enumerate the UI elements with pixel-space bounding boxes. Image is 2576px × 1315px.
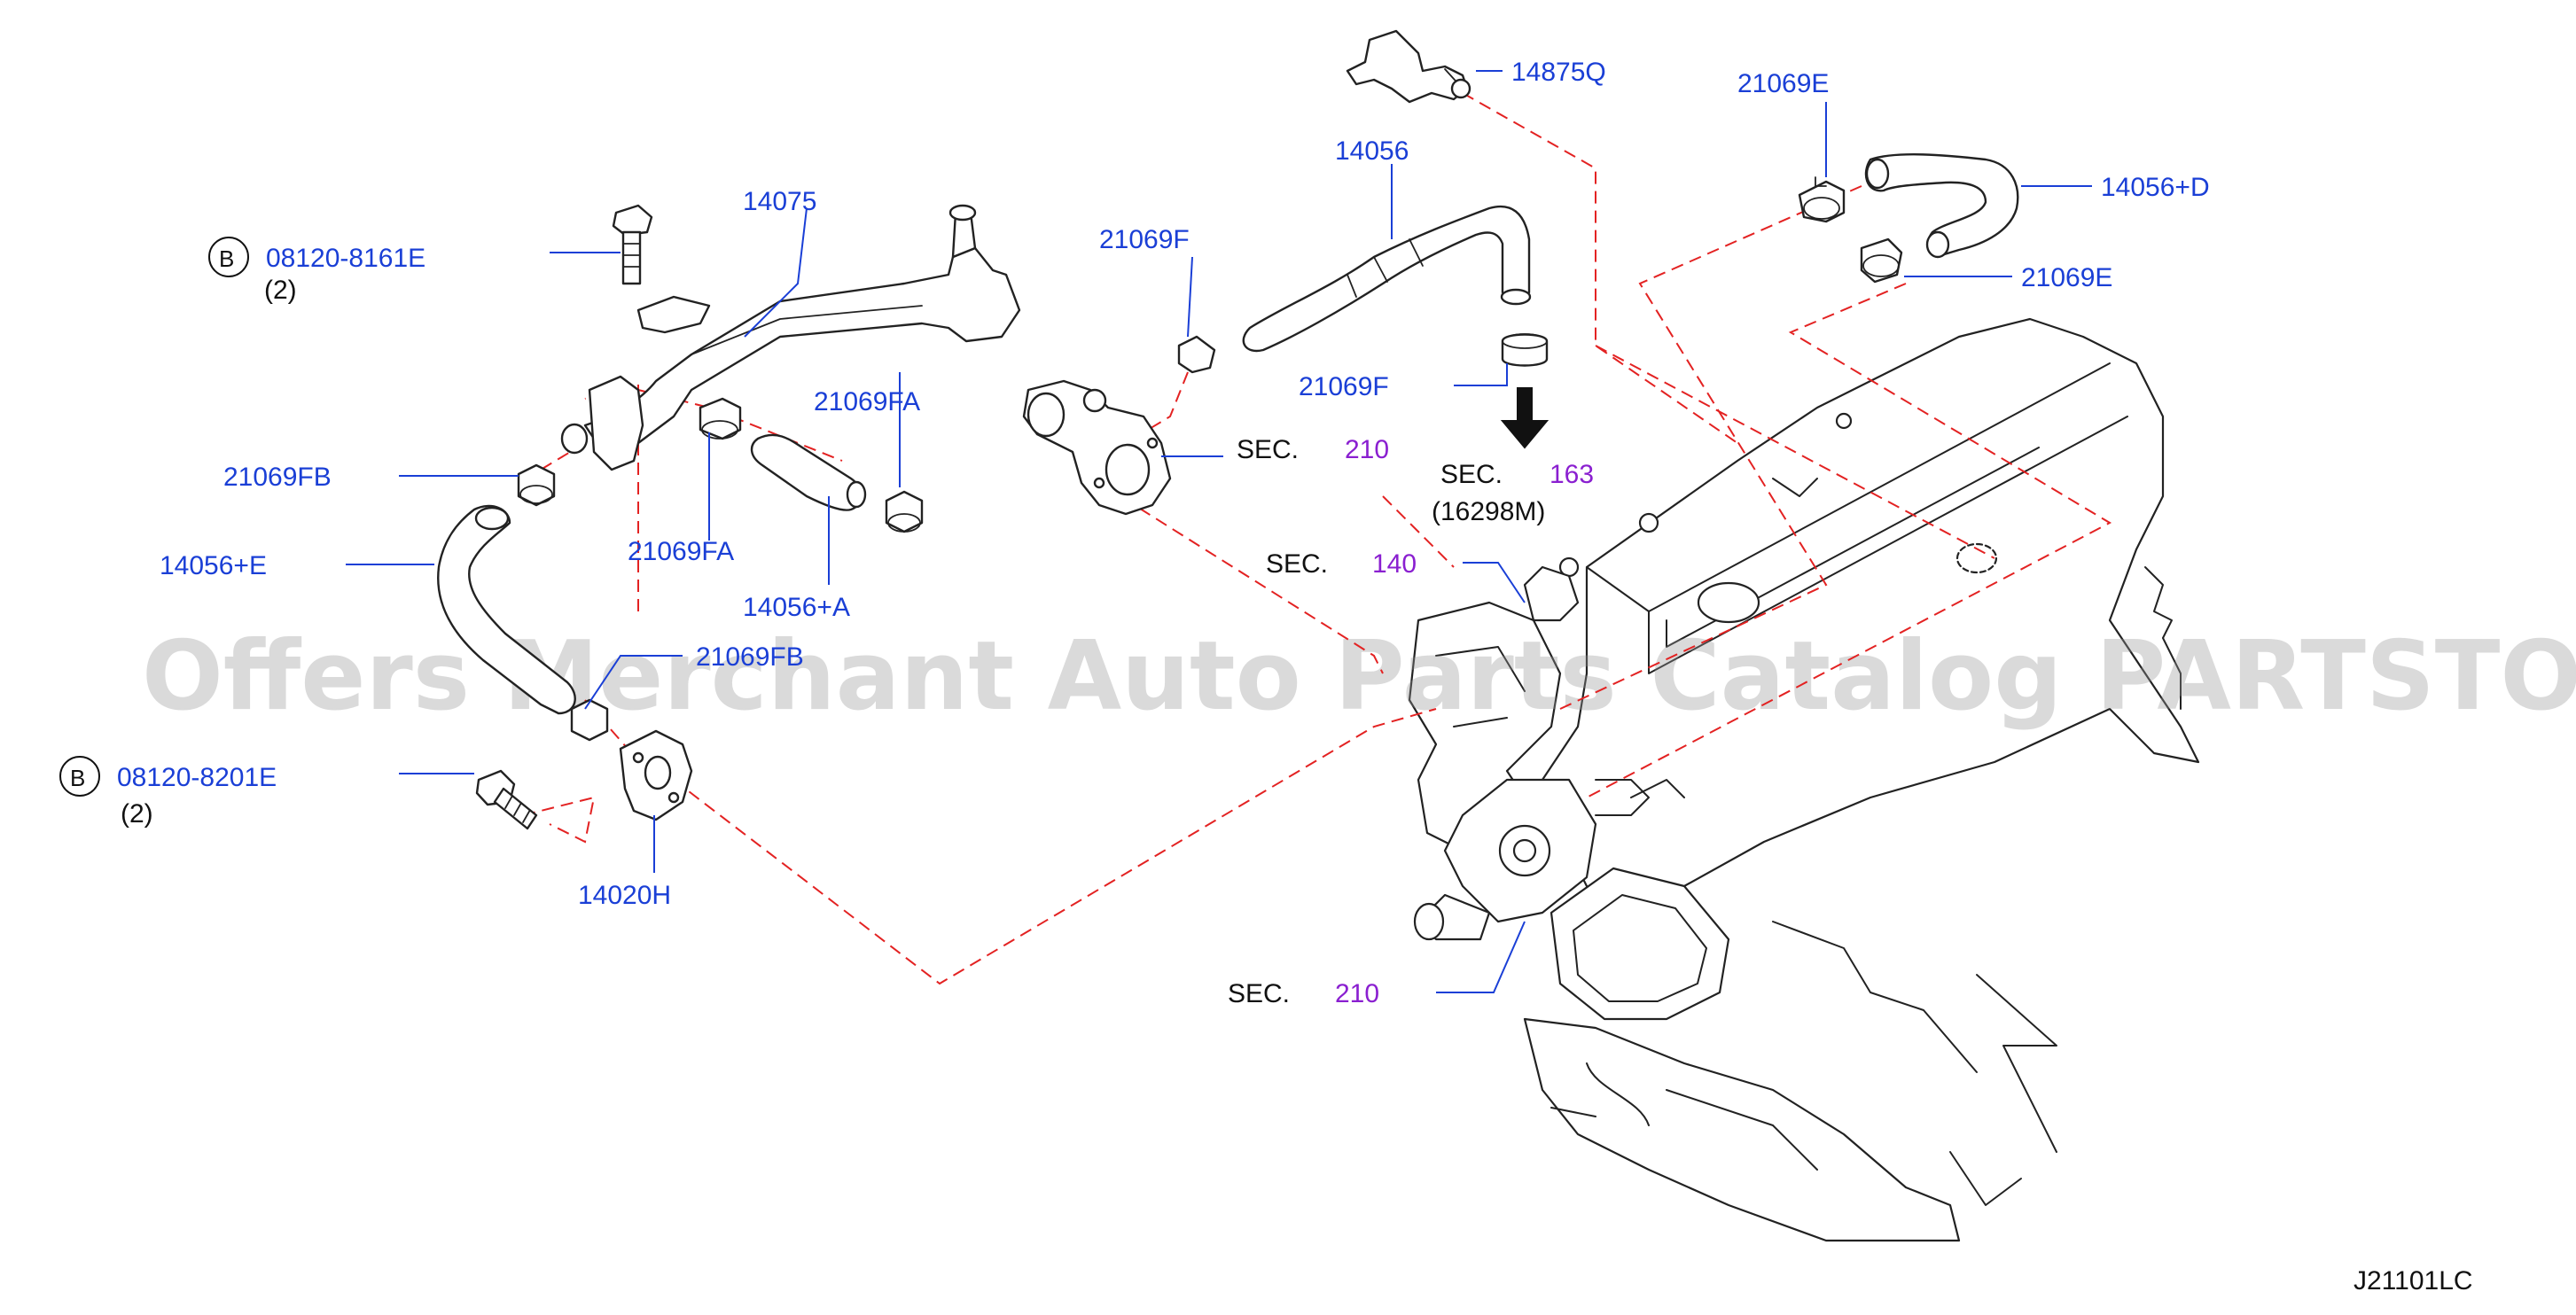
bolt-08120-8161e[interactable] [612, 204, 653, 285]
diagram-code: J21101LC [2354, 1266, 2473, 1296]
label-21069f-top[interactable]: 21069F [1099, 225, 1190, 254]
label-21069f-bottom[interactable]: 21069F [1299, 372, 1389, 401]
label-14875q[interactable]: 14875Q [1511, 58, 1606, 87]
sec-label-210-lower: SEC. [1228, 979, 1290, 1008]
sec-label-163: SEC. [1440, 460, 1503, 489]
label-14020h[interactable]: 14020H [578, 881, 671, 910]
clip-21069fa-lower[interactable] [885, 490, 924, 533]
part-14056-e-hose[interactable] [437, 504, 576, 715]
label-08120-8201e[interactable]: 08120-8201E [117, 763, 277, 792]
arrow-down-icon [1500, 387, 1550, 449]
label-21069fa-top[interactable]: 21069FA [814, 387, 920, 416]
part-14056-a-hose[interactable] [750, 433, 867, 511]
labels: 14875Q 14056 21069E 14056+D 21069E 14075… [59, 58, 2473, 1296]
oil-cap-icon [1697, 581, 1760, 624]
sec-number-140[interactable]: 140 [1372, 549, 1417, 579]
label-21069e-top[interactable]: 21069E [1737, 69, 1829, 98]
label-14075[interactable]: 14075 [743, 187, 816, 216]
sec-label-140: SEC. [1266, 549, 1328, 579]
qty-08120-8161e: (2) [264, 276, 297, 305]
label-14056-a[interactable]: 14056+A [743, 593, 850, 622]
sec-163-note: (16298M) [1432, 497, 1545, 526]
label-21069fb-top[interactable]: 21069FB [223, 463, 332, 492]
part-14056-d-hose[interactable] [1864, 153, 2019, 259]
label-21069e-bottom[interactable]: 21069E [2021, 263, 2112, 292]
engine-block [1408, 317, 2200, 1242]
qty-08120-8201e: (2) [121, 799, 153, 829]
label-14056-d[interactable]: 14056+D [2101, 173, 2210, 202]
bolt-08120-8201e[interactable] [475, 769, 538, 830]
clip-21069f-upper[interactable] [1177, 335, 1216, 374]
bolt-marker-b-upper [208, 237, 249, 277]
clip-21069fb-upper[interactable] [517, 463, 556, 507]
sec-number-210-lower[interactable]: 210 [1335, 979, 1379, 1008]
part-14075-pipe[interactable] [560, 204, 1021, 471]
clip-21069fb-lower[interactable] [570, 698, 609, 742]
bolt-marker-b-upper-text: B [219, 245, 234, 272]
part-14056-hose[interactable] [1242, 205, 1532, 353]
leader-lines [346, 70, 2092, 993]
part-14020h-flange[interactable] [619, 729, 693, 821]
sec-label-210-upper: SEC. [1237, 435, 1299, 464]
clip-21069fa-upper[interactable] [699, 397, 742, 440]
sec-number-210-upper[interactable]: 210 [1345, 435, 1389, 464]
label-14056[interactable]: 14056 [1335, 136, 1409, 166]
label-21069fb-bottom[interactable]: 21069FB [696, 642, 804, 672]
label-08120-8161e[interactable]: 08120-8161E [266, 244, 425, 273]
clip-21069e-upper[interactable] [1798, 176, 1846, 223]
label-21069fa-bottom[interactable]: 21069FA [628, 537, 734, 566]
clip-21069f-lower[interactable] [1501, 333, 1549, 367]
clip-21069e-lower[interactable] [1860, 237, 1903, 284]
bolt-marker-b-lower-text: B [70, 765, 85, 791]
label-14056-e[interactable]: 14056+E [160, 551, 267, 580]
bolt-marker-b-lower [59, 756, 100, 797]
water-outlet[interactable] [1022, 379, 1172, 516]
sec-number-163[interactable]: 163 [1550, 460, 1594, 489]
part-14875q[interactable] [1346, 29, 1471, 104]
